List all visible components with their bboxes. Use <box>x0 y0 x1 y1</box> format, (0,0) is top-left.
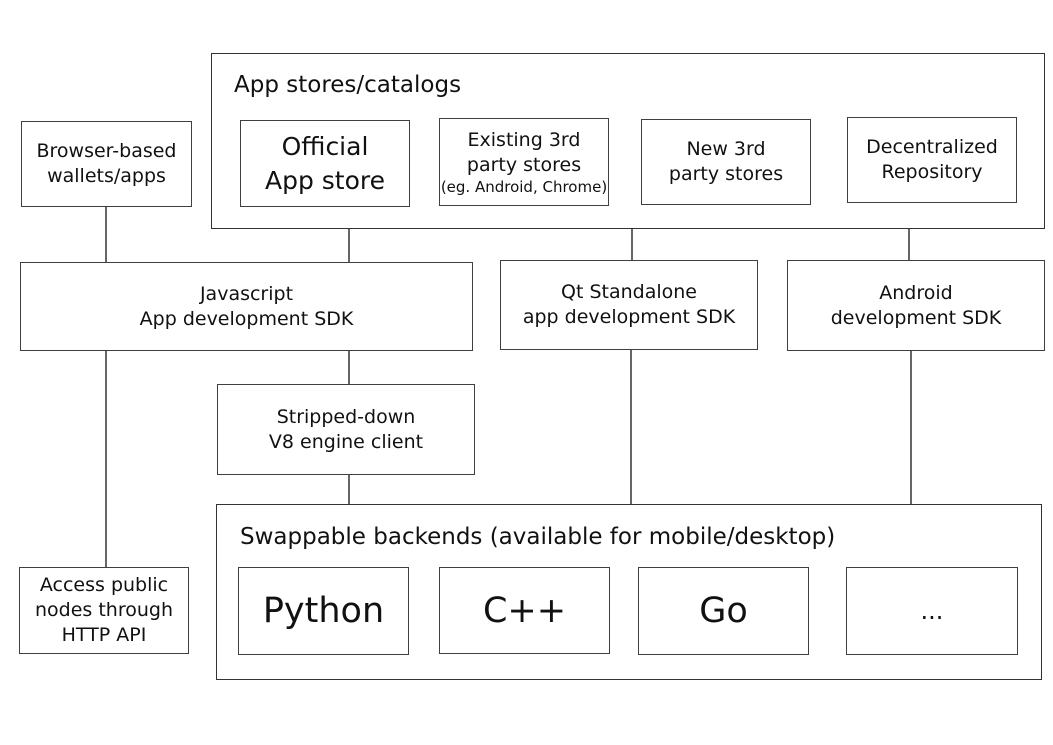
decentralized-repository-box: Decentralized Repository <box>847 117 1017 203</box>
swappable-backends-title: Swappable backends (available for mobile… <box>240 524 836 550</box>
access-public-nodes-line2: nodes through <box>34 599 173 621</box>
existing-3rd-party-line1: Existing 3rd <box>467 128 581 151</box>
official-app-store-box: Official App store <box>240 120 410 207</box>
access-public-nodes-box: Access public nodes through HTTP API <box>19 567 189 654</box>
official-app-store-line1: Official <box>281 131 369 161</box>
new-3rd-party-stores-box: New 3rd party stores <box>641 119 811 205</box>
javascript-sdk-line1: Javascript <box>199 282 294 305</box>
qt-standalone-sdk-line2: app development SDK <box>522 306 736 328</box>
v8-engine-client-box: Stripped-down V8 engine client <box>217 384 475 475</box>
existing-3rd-party-line2: party stores <box>466 153 582 176</box>
app-stores-catalogs-title: App stores/catalogs <box>234 72 462 98</box>
decentralized-repository-line2: Repository <box>881 161 983 183</box>
connector-js-sdk-to-v8-client <box>348 351 350 384</box>
android-sdk-box: Android development SDK <box>787 260 1045 351</box>
connector-appstores-to-qt-sdk <box>631 229 633 260</box>
official-app-store-line2: App store <box>264 165 386 195</box>
javascript-sdk-box: Javascript App development SDK <box>20 262 473 351</box>
connector-appstores-to-js-sdk <box>348 229 350 262</box>
browser-based-wallets-box: Browser-based wallets/apps <box>21 121 192 207</box>
go-backend-label: Go <box>699 591 748 631</box>
browser-based-wallets-line1: Browser-based <box>36 140 177 162</box>
v8-engine-client-line2: V8 engine client <box>268 430 424 453</box>
python-backend-box: Python <box>238 567 409 655</box>
qt-standalone-sdk-box: Qt Standalone app development SDK <box>500 260 758 350</box>
existing-3rd-party-note: (eg. Android, Chrome) <box>440 177 608 196</box>
new-3rd-party-line2: party stores <box>668 163 784 185</box>
decentralized-repository-line1: Decentralized <box>866 136 998 158</box>
more-backends-box: ... <box>846 567 1018 655</box>
android-sdk-line1: Android <box>879 281 953 304</box>
python-backend-label: Python <box>262 591 385 631</box>
android-sdk-line2: development SDK <box>830 306 1002 329</box>
v8-engine-client-line1: Stripped-down <box>276 405 416 428</box>
cpp-backend-label: C++ <box>482 590 567 631</box>
connector-browser-to-js-sdk <box>105 207 107 262</box>
existing-3rd-party-stores-box: Existing 3rd party stores (eg. Android, … <box>439 118 609 206</box>
connector-v8-client-to-backends <box>348 475 350 504</box>
cpp-backend-box: C++ <box>439 567 610 654</box>
connector-qt-sdk-to-backends <box>630 350 632 504</box>
qt-standalone-sdk-line1: Qt Standalone <box>561 281 697 303</box>
browser-based-wallets-line2: wallets/apps <box>47 165 166 187</box>
new-3rd-party-line1: New 3rd <box>686 138 766 160</box>
go-backend-box: Go <box>638 567 809 655</box>
connector-android-sdk-to-backends <box>910 351 912 504</box>
javascript-sdk-line2: App development SDK <box>139 307 354 330</box>
connector-js-sdk-to-access-nodes <box>105 351 107 567</box>
more-backends-label: ... <box>920 597 944 625</box>
connector-appstores-to-android-sdk <box>908 229 910 260</box>
access-public-nodes-line3: HTTP API <box>61 624 147 646</box>
access-public-nodes-line1: Access public <box>39 574 169 596</box>
